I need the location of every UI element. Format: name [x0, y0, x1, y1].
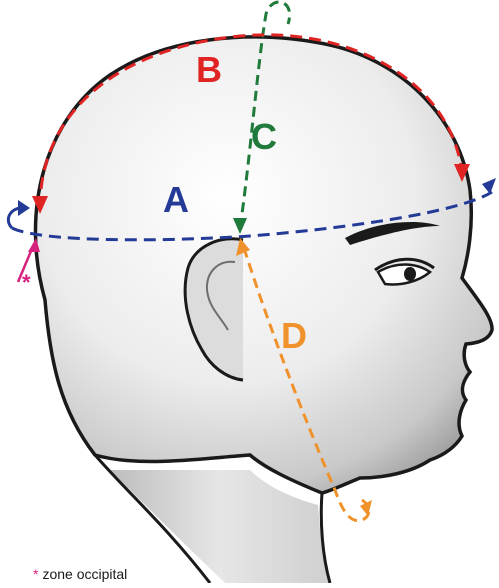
footnote-marker: *: [33, 566, 39, 582]
label-c: C: [251, 116, 277, 157]
occipital-marker-arrowhead: [28, 238, 40, 252]
eye: [376, 263, 433, 286]
footnote: *zone occipital: [33, 566, 127, 582]
ear-inner: [205, 260, 236, 331]
footnote-text: zone occipital: [42, 566, 128, 582]
eyelid: [374, 257, 435, 272]
label-b: B: [196, 49, 222, 90]
measure-a-arrow-left: [18, 200, 30, 216]
measure-c-arrowhead: [233, 218, 247, 234]
measure-d-arrowhead-top: [236, 238, 250, 256]
measure-d-arrowhead-bottom: [360, 500, 372, 516]
label-d: D: [281, 315, 307, 356]
neck-shape: [110, 470, 330, 583]
measure-a-line: [11, 190, 493, 242]
measure-b-arrow-right: [454, 164, 470, 182]
eye-pupil: [404, 267, 416, 281]
neck-front-outline: [319, 492, 332, 584]
measure-b-line: [38, 33, 464, 209]
measure-b-arrow-left: [32, 196, 48, 214]
eyebrow: [345, 222, 440, 245]
neck-back-outline: [93, 454, 212, 584]
head-shape: [33, 35, 494, 495]
measure-a-arrow-right: [482, 178, 496, 194]
label-a: A: [163, 179, 189, 220]
occipital-marker-star: *: [22, 270, 31, 295]
